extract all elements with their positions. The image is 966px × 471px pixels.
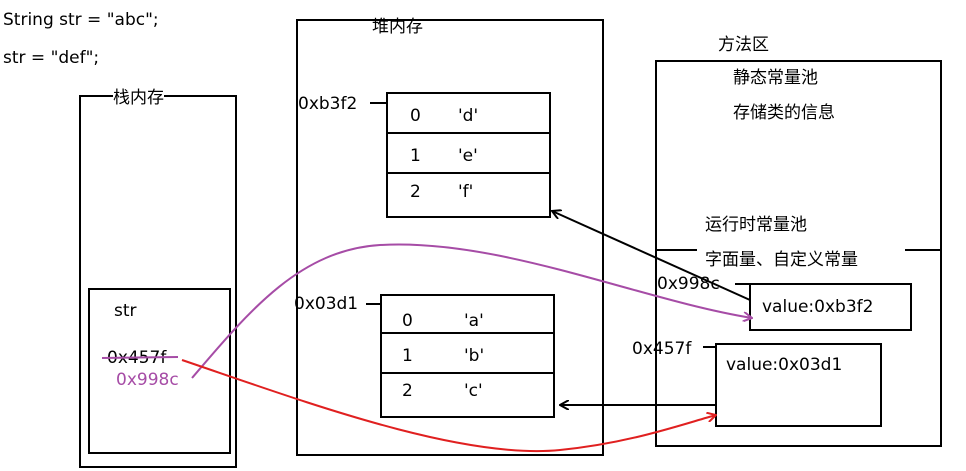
static-constant-pool-label: 静态常量池 (733, 68, 818, 88)
array-row: 1 'e' (388, 134, 549, 174)
string-object-abc: value:0x03d1 (715, 343, 882, 427)
array-value: 'e' (458, 146, 478, 166)
array-index: 2 (402, 381, 413, 401)
runtime-pool-description: 字面量、自定义常量 (705, 250, 858, 270)
array-index: 2 (410, 182, 421, 202)
str-variable-name: str (114, 301, 137, 321)
object-value: value:0x03d1 (726, 355, 843, 375)
array-row: 0 'd' (388, 94, 549, 134)
arrow-str-to-object-abc (181, 359, 716, 452)
array-abc: 0 'a' 1 'b' 2 'c' (380, 294, 555, 418)
stack-memory-label: 栈内存 (113, 88, 164, 108)
array-def: 0 'd' 1 'e' 2 'f' (386, 92, 551, 218)
object-abc-address: 0x457f (632, 339, 692, 359)
method-area-region (655, 60, 942, 447)
str-variable-box (88, 288, 231, 454)
array-row: 2 'c' (382, 374, 553, 416)
heap-memory-region (296, 19, 604, 456)
array-index: 0 (402, 311, 413, 331)
arrow-str-to-object-def (191, 243, 752, 379)
object-value: value:0xb3f2 (762, 297, 874, 317)
string-object-def: value:0xb3f2 (749, 283, 912, 331)
array-index: 1 (402, 346, 413, 366)
array-def-address: 0xb3f2 (298, 94, 358, 114)
old-reference-strikethrough (101, 356, 179, 359)
method-area-label: 方法区 (718, 35, 769, 55)
array-value: 'd' (458, 106, 479, 126)
array-index: 0 (410, 106, 421, 126)
array-row: 1 'b' (382, 334, 553, 374)
array-row: 0 'a' (382, 296, 553, 334)
heap-memory-label: 堆内存 (372, 17, 423, 37)
array-value: 'c' (464, 381, 483, 401)
array-value: 'a' (464, 311, 484, 331)
arrow-object-def-to-array-def (552, 211, 751, 301)
array-index: 1 (410, 146, 421, 166)
class-info-label: 存储类的信息 (733, 103, 835, 123)
code-line-2: str = "def"; (3, 48, 100, 68)
runtime-constant-pool-label: 运行时常量池 (705, 215, 807, 235)
str-new-reference: 0x998c (116, 370, 179, 390)
code-line-1: String str = "abc"; (3, 10, 159, 30)
array-value: 'f' (458, 182, 474, 202)
array-value: 'b' (464, 346, 485, 366)
array-abc-address: 0x03d1 (294, 294, 359, 314)
array-row: 2 'f' (388, 174, 549, 216)
